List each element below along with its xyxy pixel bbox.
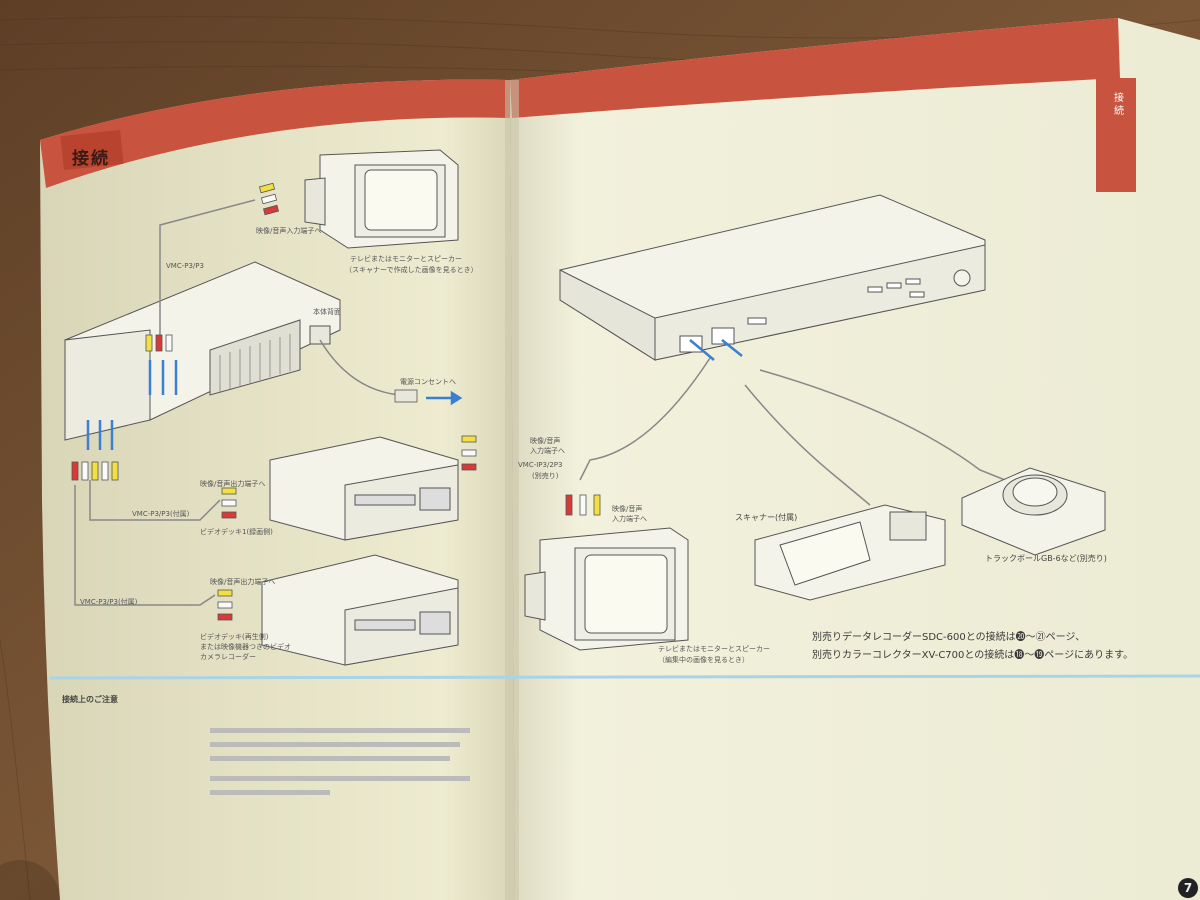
right-console-illustration — [559, 194, 986, 361]
label-monitor-caption-2: （編集中の画像を見るとき） — [658, 656, 749, 664]
label-vcr2-name-1: ビデオデッキ(再生側) — [200, 633, 269, 641]
trackball-illustration — [961, 467, 1106, 556]
label-vcr2-name-2: または映像機器つきのビデオ — [200, 643, 291, 651]
spine — [505, 80, 519, 900]
scanner-illustration — [754, 504, 946, 601]
label-power-outlet: 電源コンセントへ — [400, 378, 456, 386]
label-trackball: トラックボールGB-6など(別売り) — [985, 554, 1107, 563]
tv-top-illustration — [304, 149, 459, 249]
ref-line-2: 別売りカラーコレクターXV-C700との接続は⓲～⓳ページにあります。 — [812, 650, 1134, 661]
divider-line — [49, 674, 1200, 680]
right-cables — [579, 357, 1006, 506]
label-right-cable-sold: (別売り) — [532, 472, 559, 480]
label-vcr1-jack: 映像/音声出力端子へ — [200, 480, 266, 488]
blue-arrows-left — [86, 360, 463, 450]
left-page-title: 接続 — [72, 149, 110, 169]
label-cable-vmc-top: VMC-P3/P3 — [166, 262, 204, 270]
label-tv-top-caption-2: （スキャナーで作成した画像を見るとき） — [345, 266, 478, 274]
right-side-tab — [1096, 78, 1136, 192]
label-tv-top-caption-1: テレビまたはモニターとスピーカー — [350, 255, 462, 263]
right-side-tab-text: 接 続 — [1114, 93, 1124, 117]
ref-line-1: 別売りデータレコーダーSDC-600との接続は⓴～㉑ページ、 — [812, 632, 1086, 643]
vcr2-illustration — [261, 554, 459, 666]
label-monitor-caption-1: テレビまたはモニターとスピーカー — [658, 645, 770, 653]
left-page-shadow — [0, 860, 60, 900]
vcr1-illustration — [269, 436, 459, 541]
right-red-band — [510, 18, 1120, 118]
label-scanner: スキャナー(付属) — [735, 513, 798, 522]
label-vcr1-name: ビデオデッキ1(録画側) — [200, 528, 273, 536]
rca-plugs-left — [71, 182, 280, 621]
label-vcr1-cable: VMC-P3/P3(付属) — [132, 510, 190, 518]
left-title-box — [60, 130, 124, 170]
left-cables — [74, 199, 401, 606]
label-vcr2-name-3: カメラレコーダー — [200, 653, 256, 661]
page-number: 7 — [1178, 878, 1198, 898]
blue-arrows-right — [689, 339, 743, 361]
rca-plugs-right — [461, 435, 601, 516]
notes-title: 接続上のご注意 — [62, 695, 118, 704]
label-back-panel: 本体背面 — [313, 308, 341, 316]
label-monitor-jack-2: 入力端子へ — [530, 447, 565, 455]
notes-lines — [210, 728, 470, 795]
monitor-right-illustration — [524, 527, 689, 651]
left-red-band — [40, 79, 510, 188]
label-right-cable-vmc: VMC-IP3/2P3 — [518, 461, 563, 469]
label-vcr2-cable: VMC-P3/P3(付属) — [80, 598, 138, 606]
label-tv-top-jack: 映像/音声入力端子へ — [256, 227, 322, 235]
label-monitor-jack-1: 映像/音声 — [530, 437, 561, 445]
power-plug — [394, 389, 418, 403]
label-monitor-jack-right: 映像/音声 — [612, 505, 643, 513]
main-unit-illustration — [64, 261, 341, 441]
right-page — [510, 18, 1200, 900]
label-monitor-jack-right-2: 入力端子へ — [612, 515, 647, 523]
label-vcr2-jack: 映像/音声出力端子へ — [210, 578, 276, 586]
